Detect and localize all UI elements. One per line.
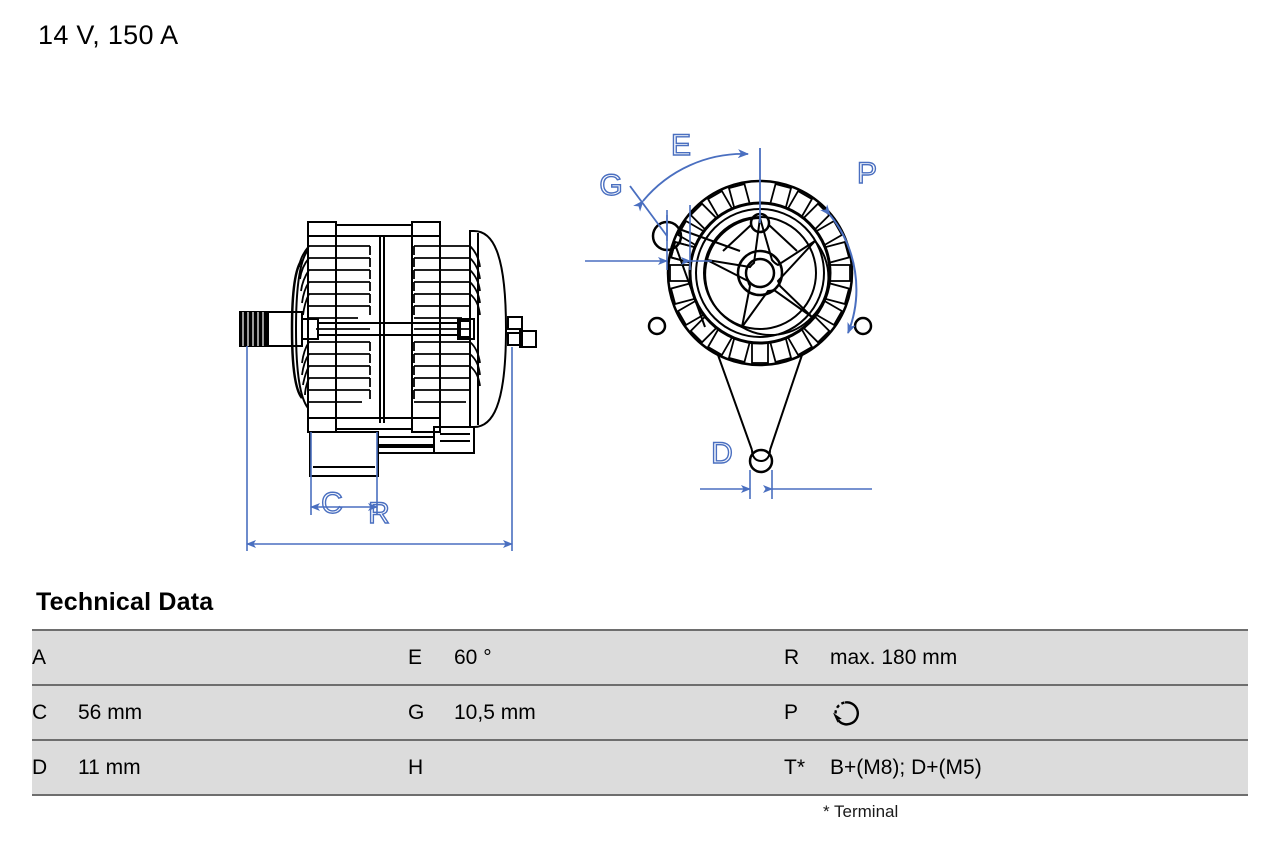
product-drawing: C R — [0, 55, 1280, 575]
row-value-t: B+(M8); D+(M5) — [830, 739, 1248, 796]
dimension-label-p: P — [857, 157, 877, 190]
row-key-d: D — [32, 739, 78, 796]
table-row: A E 60 ° R max. 180 mm — [32, 629, 1248, 685]
dimension-c — [310, 432, 378, 515]
row-key-c: C — [32, 684, 78, 740]
row-key-a: A — [32, 629, 78, 685]
page-title: 14 V, 150 A — [38, 20, 179, 50]
row-key-t: T* — [784, 739, 830, 796]
technical-data-table: A E 60 ° R max. 180 mm C 56 mm G 10,5 mm… — [32, 629, 1248, 796]
row-key-r: R — [784, 629, 830, 685]
row-value-p — [830, 684, 1248, 740]
dimension-p — [820, 204, 858, 334]
dimension-g — [585, 205, 712, 270]
dimension-label-g: G — [599, 169, 622, 202]
row-value-g: 10,5 mm — [454, 684, 784, 740]
row-value-e: 60 ° — [454, 629, 784, 685]
table-row: D 11 mm H T* B+(M8); D+(M5) — [32, 739, 1248, 796]
table-footnote: * Terminal — [823, 802, 899, 821]
row-key-h: H — [408, 739, 454, 796]
dimension-d — [700, 470, 872, 499]
row-value-r: max. 180 mm — [830, 629, 1248, 685]
technical-data-heading: Technical Data — [36, 588, 214, 616]
rotation-clockwise-icon — [830, 697, 860, 727]
row-key-p: P — [784, 684, 830, 740]
row-value-h — [454, 739, 784, 796]
alternator-side-view — [239, 221, 537, 477]
dimension-label-c: C — [321, 487, 343, 520]
row-key-g: G — [408, 684, 454, 740]
dimension-r — [246, 346, 513, 551]
dimension-label-d: D — [711, 437, 733, 470]
dimension-e — [629, 148, 761, 237]
row-value-c: 56 mm — [78, 684, 408, 740]
table-row: C 56 mm G 10,5 mm P — [32, 684, 1248, 740]
row-value-a — [78, 629, 408, 685]
row-key-e: E — [408, 629, 454, 685]
row-value-d: 11 mm — [78, 739, 408, 796]
dimension-label-r: R — [368, 497, 390, 530]
dimension-label-e: E — [671, 129, 691, 162]
